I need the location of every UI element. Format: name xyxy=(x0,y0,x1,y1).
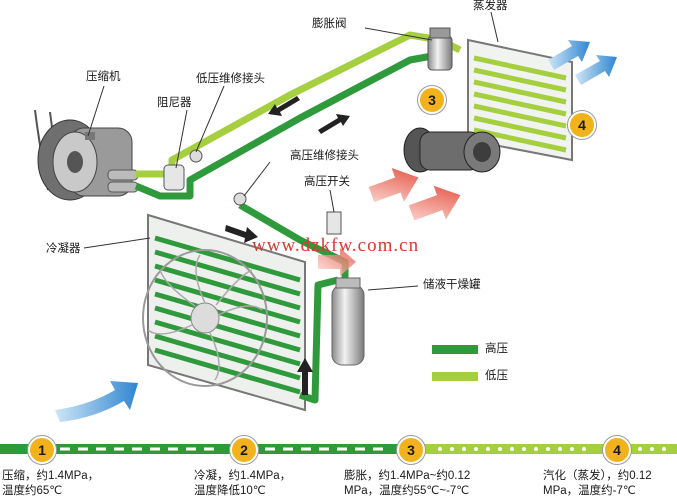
step-3-text: 膨胀，约1.4MPa~约0.12 MPa，温度约55℃~-7℃ xyxy=(344,469,470,499)
label-evaporator: 蒸发器 xyxy=(473,0,508,12)
step-2-text: 冷凝，约1.4MPa， 温度降低10℃ xyxy=(194,469,291,499)
step-badge-4: 4 xyxy=(603,436,631,464)
flow-arrows xyxy=(225,96,350,395)
step-3-line2: MPa，温度约55℃~-7℃ xyxy=(344,485,470,497)
step-2-line2: 温度降低10℃ xyxy=(194,485,266,497)
step-badge-2: 2 xyxy=(230,436,258,464)
label-compressor: 压缩机 xyxy=(86,71,121,83)
damper xyxy=(163,164,185,191)
step-badge-1: 1 xyxy=(28,436,56,464)
badge-expansion-valve: 3 xyxy=(418,86,446,114)
step-4-text: 汽化（蒸发），约0.12 MPa，温度约-7℃ xyxy=(543,469,652,499)
high-pressure-switch xyxy=(326,211,342,235)
label-low-service-port: 低压维修接头 xyxy=(196,73,265,85)
step-1-line1: 压缩，约1.4MPa， xyxy=(2,470,100,482)
expansion-valve xyxy=(427,27,453,71)
evaporator xyxy=(467,38,573,162)
warm-air-arrows xyxy=(318,168,461,276)
step-1-text: 压缩，约1.4MPa， 温度约65℃ xyxy=(2,469,99,499)
compressor xyxy=(34,109,139,201)
receiver-drier xyxy=(331,277,365,366)
badge-evaporator: 4 xyxy=(568,111,596,139)
label-damper: 阻尼器 xyxy=(157,97,192,109)
label-high-service-port: 高压维修接头 xyxy=(290,150,359,162)
step-4-line1: 汽化（蒸发），约0.12 xyxy=(543,470,652,482)
label-expansion-valve: 膨胀阀 xyxy=(312,18,347,30)
condenser xyxy=(142,213,306,412)
legend-high-label: 高压 xyxy=(485,343,508,355)
step-1-line2: 温度约65℃ xyxy=(2,485,63,497)
step-3-line1: 膨胀，约1.4MPa~约0.12 xyxy=(344,470,471,482)
step-2-line1: 冷凝，约1.4MPa， xyxy=(194,470,292,482)
process-bar xyxy=(0,444,677,454)
step-4-line2: MPa，温度约-7℃ xyxy=(543,485,636,497)
legend-high-swatch xyxy=(432,345,478,354)
label-receiver-drier: 储液干燥罐 xyxy=(423,279,481,291)
high-service-port xyxy=(233,192,247,206)
label-high-pressure-switch: 高压开关 xyxy=(304,176,350,188)
legend-low-label: 低压 xyxy=(485,370,508,382)
step-badge-3: 3 xyxy=(397,436,425,464)
high-pressure-lines xyxy=(134,52,433,404)
legend-low-swatch xyxy=(432,372,478,381)
blower xyxy=(403,127,501,173)
cold-air-arrows xyxy=(55,40,617,422)
low-service-port xyxy=(189,149,203,163)
watermark: www.dzkfw.com.cn xyxy=(252,235,420,256)
label-condenser: 冷凝器 xyxy=(46,243,81,255)
